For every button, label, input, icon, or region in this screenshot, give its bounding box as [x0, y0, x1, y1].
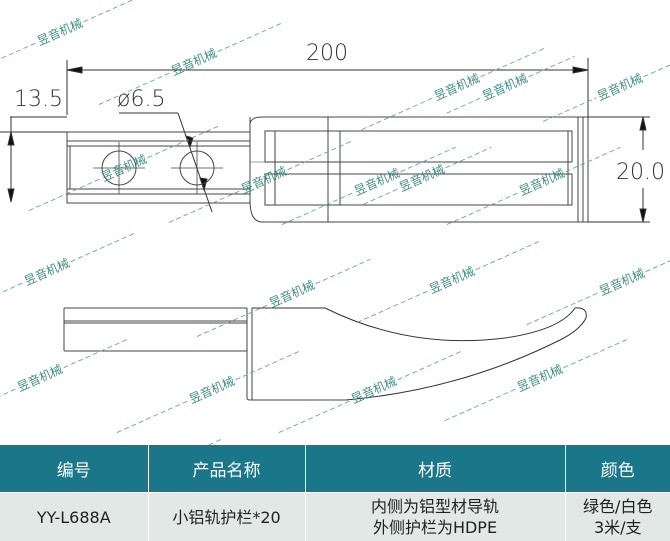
- material-line-1: 内侧为铝型材导轨: [306, 496, 565, 517]
- material-line-2: 外侧护栏为HDPE: [306, 517, 565, 538]
- technical-drawing: 200 13.5 ø6.5: [0, 0, 670, 445]
- cell-product-name: 小铝轨护栏*20: [148, 493, 305, 541]
- dimension-height-label: 20.0: [616, 160, 665, 185]
- top-view: [67, 117, 588, 222]
- dimension-length-label: 200: [306, 41, 348, 66]
- header-code: 编号: [0, 445, 148, 493]
- table-row: YY-L688A 小铝轨护栏*20 内侧为铝型材导轨 外侧护栏为HDPE 绿色/…: [0, 493, 670, 541]
- color-line-2: 3米/支: [566, 517, 670, 538]
- dimension-offset-label: 13.5: [14, 87, 63, 112]
- hole-diameter-label: ø6.5: [117, 87, 165, 112]
- color-line-1: 绿色/白色: [566, 496, 670, 517]
- cell-color: 绿色/白色 3米/支: [565, 493, 670, 541]
- header-product-name: 产品名称: [148, 445, 305, 493]
- side-profile-view: [64, 308, 586, 400]
- table-header-row: 编号 产品名称 材质 颜色: [0, 445, 670, 493]
- hole-leader: [119, 113, 212, 212]
- cell-material: 内侧为铝型材导轨 外侧护栏为HDPE: [305, 493, 565, 541]
- spec-table: 编号 产品名称 材质 颜色 YY-L688A 小铝轨护栏*20 内侧为铝型材导轨…: [0, 445, 670, 541]
- header-material: 材质: [305, 445, 565, 493]
- dimension-left-offset: [0, 117, 67, 202]
- cell-code: YY-L688A: [0, 493, 148, 541]
- header-color: 颜色: [565, 445, 670, 493]
